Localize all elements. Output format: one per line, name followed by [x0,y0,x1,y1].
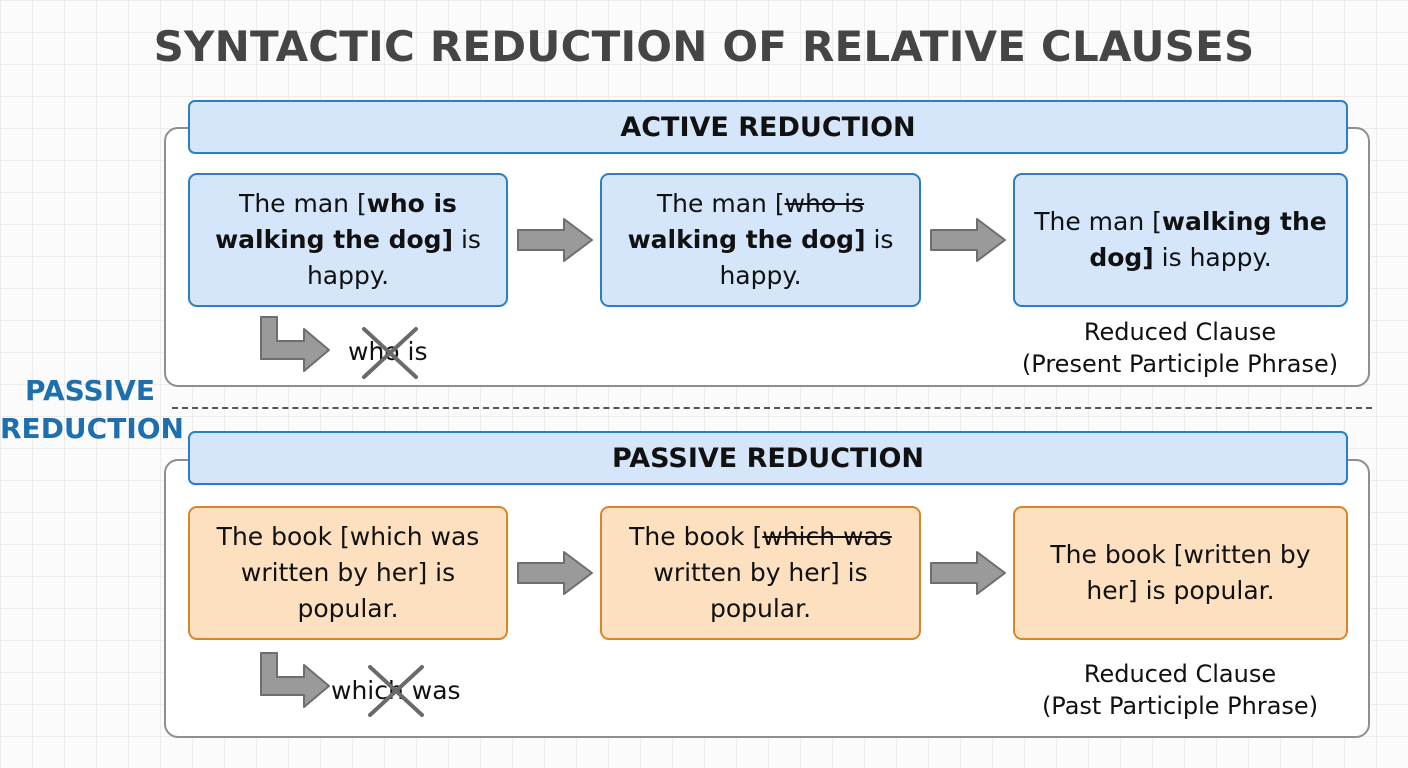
active-box1-suffix: is happy. [306,225,481,290]
active-box1-prefix: The man [ [239,189,367,218]
active-delete-cross-icon [361,326,419,380]
active-original-sentence-box: The man [who is walking the dog] is happ… [188,173,508,307]
active-box3-prefix: The man [ [1034,207,1162,236]
diagram-title: SYNTACTIC REDUCTION OF RELATIVE CLAUSES [153,22,1255,71]
active-box2-prefix: The man [ [656,189,785,218]
passive-arrow-2-icon [929,550,1007,596]
passive-result-caption-line2: (Past Participle Phrase) [1041,692,1319,720]
passive-reduced-sentence-box: The book [written by her] is popular. [1013,506,1348,640]
active-box2-suffix: is happy. [719,225,894,290]
passive-box2-remainder: written by her] is popular. [653,558,868,623]
active-result-caption: Reduced Clause (Present Participle Phras… [1022,316,1338,380]
active-box2-struck-words: who is [784,189,865,218]
active-strikethrough-sentence-box: The man [who is walking the dog] is happ… [600,173,921,307]
active-reduction-header: ACTIVE REDUCTION [188,100,1348,154]
passive-arrow-1-icon [516,550,594,596]
passive-box2-struck-words: which was [762,522,892,551]
passive-deletion-elbow-arrow-icon [258,651,332,709]
active-arrow-1-icon [516,217,594,263]
passive-box3-text: The book [written by her] is popular. [1050,540,1311,605]
passive-reduction-header: PASSIVE REDUCTION [188,431,1348,485]
active-result-caption-line1: Reduced Clause [1083,318,1277,346]
active-box3-suffix: is happy. [1153,243,1272,272]
active-box3-clause: walking the dog] [1089,207,1327,272]
passive-original-sentence-box: The book [which was written by her] is p… [188,506,508,640]
passive-result-caption: Reduced Clause (Past Participle Phrase) [1042,658,1318,722]
active-box2-clause: walking the dog] [627,225,866,254]
section-divider [172,407,1372,409]
active-box1-clause: who is walking the dog] [215,189,457,254]
passive-result-caption-line1: Reduced Clause [1083,660,1277,688]
passive-box2-prefix: The book [ [629,522,763,551]
active-reduced-sentence-box: The man [walking the dog] is happy. [1013,173,1348,307]
passive-delete-cross-icon [367,664,425,718]
active-result-caption-line2: (Present Participle Phrase) [1021,350,1339,378]
active-deletion-elbow-arrow-icon [258,315,332,373]
passive-strikethrough-sentence-box: The book [which was written by her] is p… [600,506,921,640]
passive-reduction-side-label: PASSIVE REDUCTION [0,374,184,445]
passive-box1-text: The book [which was written by her] is p… [216,522,480,623]
active-arrow-2-icon [929,217,1007,263]
